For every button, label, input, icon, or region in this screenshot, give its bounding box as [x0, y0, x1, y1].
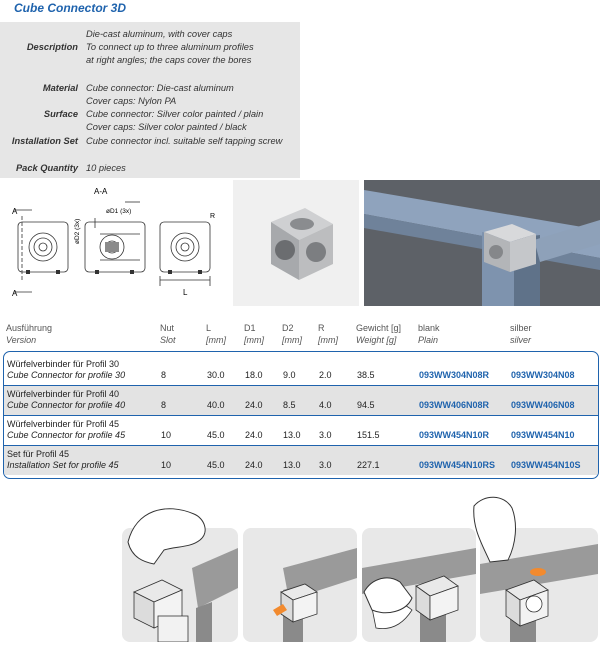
spec-value: Die-cast aluminum, with cover caps — [86, 29, 233, 39]
col-d1: D1[mm] — [244, 323, 264, 345]
section-label: A-A — [94, 187, 108, 196]
cell-r: 3.0 — [319, 430, 332, 440]
spec-value: Cover caps: Silver color painted / black — [86, 122, 247, 132]
cell-plain-code[interactable]: 093WW406N08R — [419, 400, 490, 410]
row-divider — [4, 415, 598, 416]
row-name-de: Set für Profil 45 — [7, 449, 70, 459]
table-row: Würfelverbinder für Profil 40 Cube Conne… — [4, 386, 598, 415]
cell-d1: 24.0 — [245, 400, 263, 410]
spec-label: Installation Set — [11, 136, 78, 146]
row-name-de: Würfelverbinder für Profil 30 — [7, 359, 120, 369]
col-l: L[mm] — [206, 323, 226, 345]
cell-plain-code[interactable]: 093WW454N10RS — [419, 460, 496, 470]
cell-silver-code[interactable]: 093WW454N10 — [511, 430, 575, 440]
cell-silver-code[interactable]: 093WW406N08 — [511, 400, 575, 410]
table-row: Set für Profil 45 Installation Set for p… — [4, 446, 598, 475]
col-d2: D2[mm] — [282, 323, 302, 345]
spec-label: Description — [26, 42, 78, 52]
spec-value: at right angles; the caps cover the bore… — [86, 55, 252, 65]
spec-value: Cube connector incl. suitable self tappi… — [86, 136, 283, 146]
technical-drawing: A A A-A øD1 (3x) øD2 (3x) R L — [12, 187, 215, 298]
row-divider — [4, 445, 598, 446]
cell-r: 3.0 — [319, 460, 332, 470]
dim-r: R — [210, 213, 215, 220]
cell-d2: 8.5 — [283, 400, 296, 410]
cell-l: 30.0 — [207, 370, 225, 380]
cell-d2: 13.0 — [283, 460, 301, 470]
product-table: Würfelverbinder für Profil 30 Cube Conne… — [3, 351, 599, 479]
assembly-hands-illustration — [127, 496, 516, 614]
cell-d1: 24.0 — [245, 430, 263, 440]
row-divider — [4, 385, 598, 386]
frame-assembly-photo — [364, 180, 600, 306]
cell-weight: 227.1 — [357, 460, 380, 470]
row-name-en: Cube Connector for profile 30 — [7, 370, 126, 380]
section-marker-bottom: A — [12, 289, 18, 298]
cell-weight: 94.5 — [357, 400, 375, 410]
row-name-en: Installation Set for profile 45 — [7, 460, 119, 470]
spec-block: Die-cast aluminum, with cover caps Descr… — [0, 22, 300, 178]
spec-value: Cover caps: Nylon PA — [86, 96, 177, 106]
spec-label: Surface — [43, 109, 78, 119]
row-name-de: Würfelverbinder für Profil 40 — [7, 389, 120, 399]
spec-value: Cube connector: Die-cast aluminum — [86, 83, 234, 93]
col-weight: Gewicht [g]Weight [g] — [356, 323, 402, 345]
cell-d1: 24.0 — [245, 460, 263, 470]
col-r: R[mm] — [318, 323, 338, 345]
row-name-de: Würfelverbinder für Profil 45 — [7, 419, 120, 429]
table-row: Würfelverbinder für Profil 30 Cube Conne… — [4, 356, 598, 385]
cell-d2: 9.0 — [283, 370, 296, 380]
row-name-en: Cube Connector for profile 40 — [7, 400, 126, 410]
cell-weight: 38.5 — [357, 370, 375, 380]
spec-value: 10 pieces — [86, 163, 126, 173]
cell-d1: 18.0 — [245, 370, 263, 380]
row-name-en: Cube Connector for profile 45 — [7, 430, 126, 440]
cell-l: 40.0 — [207, 400, 225, 410]
cell-plain-code[interactable]: 093WW304N08R — [419, 370, 490, 380]
cell-r: 4.0 — [319, 400, 332, 410]
cell-r: 2.0 — [319, 370, 332, 380]
cell-slot: 8 — [161, 400, 167, 410]
cell-weight: 151.5 — [357, 430, 380, 440]
dim-d2: øD2 (3x) — [74, 219, 81, 244]
spec-label: Material — [42, 83, 78, 93]
cell-slot: 10 — [161, 430, 172, 440]
dim-l: L — [183, 288, 188, 297]
table-row: Würfelverbinder für Profil 45 Cube Conne… — [4, 416, 598, 445]
cell-plain-code[interactable]: 093WW454N10R — [419, 430, 490, 440]
assembly-step-2 — [243, 528, 357, 642]
page-title: Cube Connector 3D — [14, 1, 127, 15]
cell-l: 45.0 — [207, 430, 225, 440]
cell-l: 45.0 — [207, 460, 225, 470]
cell-silver-code[interactable]: 093WW454N10S — [511, 460, 581, 470]
cell-d2: 13.0 — [283, 430, 301, 440]
section-marker-top: A — [12, 207, 18, 216]
dim-d1: øD1 (3x) — [106, 208, 131, 215]
cell-slot: 10 — [161, 460, 172, 470]
spec-value: To connect up to three aluminum profiles — [86, 42, 254, 52]
cell-slot: 8 — [161, 370, 167, 380]
spec-label: Pack Quantity — [15, 163, 78, 173]
cell-silver-code[interactable]: 093WW304N08 — [511, 370, 575, 380]
spec-value: Cube connector: Silver color painted / p… — [86, 109, 264, 119]
cube-connector-photo — [233, 180, 359, 306]
